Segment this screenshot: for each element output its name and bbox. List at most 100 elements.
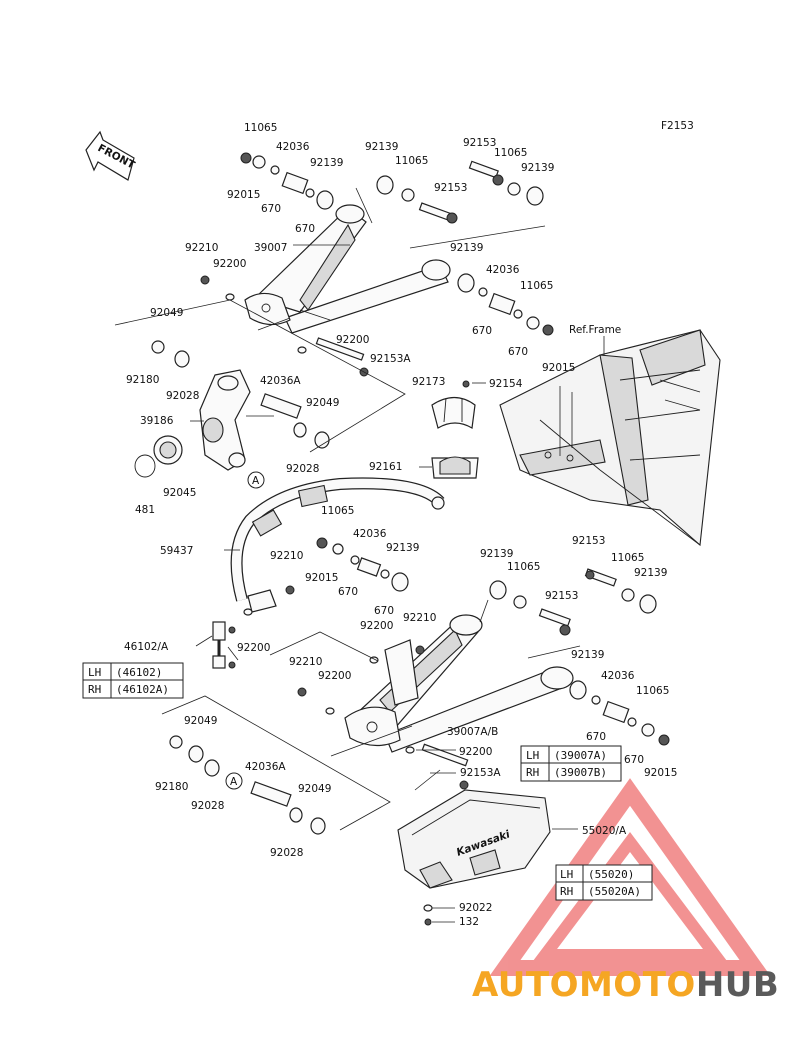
part-label: 92200 — [237, 642, 270, 654]
table-cell-part: (46102A) — [116, 683, 169, 696]
part-label: 92200 — [360, 620, 393, 632]
part-label: 92139 — [634, 567, 667, 579]
watermark-suffix: HUB — [696, 965, 779, 1005]
table-cell-side: RH — [560, 885, 573, 898]
part-label: 92028 — [166, 390, 199, 402]
part-label: 92015 — [644, 767, 677, 779]
table-cell-part: (55020A) — [588, 885, 641, 898]
part-label: 92200 — [459, 746, 492, 758]
part-label: 42036 — [601, 670, 635, 682]
table-cell-part: (46102) — [116, 666, 162, 679]
part-label: 11065 — [321, 505, 354, 517]
table-cell-part: (39007A) — [554, 749, 607, 762]
part-label: 92173 — [412, 376, 445, 388]
part-label: 11065 — [520, 280, 553, 292]
part-label: 92153 — [434, 182, 467, 194]
part-label: 92139 — [571, 649, 604, 661]
part-label: 92153 — [572, 535, 605, 547]
part-label: 92049 — [306, 397, 339, 409]
part-label: 55020/A — [582, 825, 627, 837]
part-label: 92049 — [184, 715, 217, 727]
part-label: 11065 — [507, 561, 540, 573]
part-label: 11065 — [244, 122, 277, 134]
callout-a-upper-label: A — [252, 475, 260, 487]
part-label: 92015 — [542, 362, 575, 374]
part-label: 92210 — [289, 656, 322, 668]
hardware-drawing — [134, 152, 670, 926]
watermark-text: AUTOMOTOHUB — [472, 965, 779, 1005]
table-cell-part: (39007B) — [554, 766, 607, 779]
part-label: 92045 — [163, 487, 196, 499]
part-label: 92015 — [227, 189, 260, 201]
part-label: 92210 — [403, 612, 436, 624]
callout-a-lower-label: A — [230, 776, 238, 788]
part-label: 92028 — [191, 800, 224, 812]
stabilizer-link-drawing — [212, 621, 236, 669]
part-label: 92139 — [310, 157, 343, 169]
figure-code: F2153 — [661, 120, 694, 132]
part-label: 92153A — [370, 353, 411, 365]
part-label: 92028 — [286, 463, 319, 475]
part-label: 42036 — [353, 528, 387, 540]
table-cell-side: LH — [560, 868, 573, 881]
part-label: 670 — [624, 754, 644, 766]
part-label: 11065 — [395, 155, 428, 167]
part-label: 46102/A — [124, 641, 169, 653]
upper-a-arm-drawing — [244, 204, 451, 334]
watermark-prefix: AUTOMOTO — [472, 965, 696, 1005]
part-label: 92200 — [213, 258, 246, 270]
part-label: 92015 — [305, 572, 338, 584]
stabilizer-bar-drawing — [230, 477, 445, 613]
variant-table-stabilizer-link: LH (46102) RH (46102A) — [82, 662, 184, 699]
part-label: 42036 — [276, 141, 310, 153]
part-label: 670 — [261, 203, 281, 215]
part-label: 39007 — [254, 242, 287, 254]
part-label: 92154 — [489, 378, 523, 390]
leader-lines — [190, 244, 578, 923]
part-number-labels: 11065 42036 92139 92139 11065 92153 1106… — [124, 122, 677, 928]
ref-frame-label: Ref.Frame — [569, 324, 621, 336]
part-label: 670 — [338, 586, 358, 598]
part-label: 670 — [508, 346, 528, 358]
part-label: 42036A — [245, 761, 286, 773]
part-label: 92180 — [126, 374, 159, 386]
skid-plate-drawing: Kawasaki — [397, 789, 551, 889]
part-label: 92049 — [150, 307, 183, 319]
part-label: 92210 — [185, 242, 218, 254]
table-cell-side: RH — [526, 766, 539, 779]
part-label: 670 — [374, 605, 394, 617]
table-cell-side: LH — [88, 666, 101, 679]
part-label: 11065 — [494, 147, 527, 159]
lower-a-arm-drawing — [344, 614, 574, 753]
part-label: 92022 — [459, 902, 492, 914]
part-label: 39186 — [140, 415, 174, 427]
part-label: 92210 — [270, 550, 303, 562]
part-label: 670 — [295, 223, 315, 235]
bushing-clamp-drawing — [431, 380, 479, 479]
callout-a-lower: A — [225, 772, 243, 790]
part-label: 92161 — [369, 461, 402, 473]
part-label: 132 — [459, 916, 479, 928]
variant-table-skid-plate: LH (55020) RH (55020A) — [555, 864, 653, 901]
knuckle-drawing — [199, 369, 251, 471]
table-cell-side: LH — [526, 749, 539, 762]
part-label: 670 — [586, 731, 606, 743]
table-cell-side: RH — [88, 683, 101, 696]
part-label: 92028 — [270, 847, 303, 859]
part-label: 59437 — [160, 545, 193, 557]
variant-table-lower-arm: LH (39007A) RH (39007B) — [520, 745, 622, 782]
part-label: 92139 — [480, 548, 513, 560]
part-label: 92049 — [298, 783, 331, 795]
part-label: 92200 — [318, 670, 351, 682]
part-label: 11065 — [636, 685, 669, 697]
part-label: 92200 — [336, 334, 369, 346]
part-label: 92153 — [545, 590, 578, 602]
front-arrow-icon: FRONT — [85, 130, 137, 181]
callout-a-upper: A — [247, 471, 265, 489]
part-label: 670 — [472, 325, 492, 337]
part-label: 92139 — [450, 242, 483, 254]
part-label: 92180 — [155, 781, 188, 793]
part-label: 42036 — [486, 264, 520, 276]
part-label: 42036A — [260, 375, 301, 387]
